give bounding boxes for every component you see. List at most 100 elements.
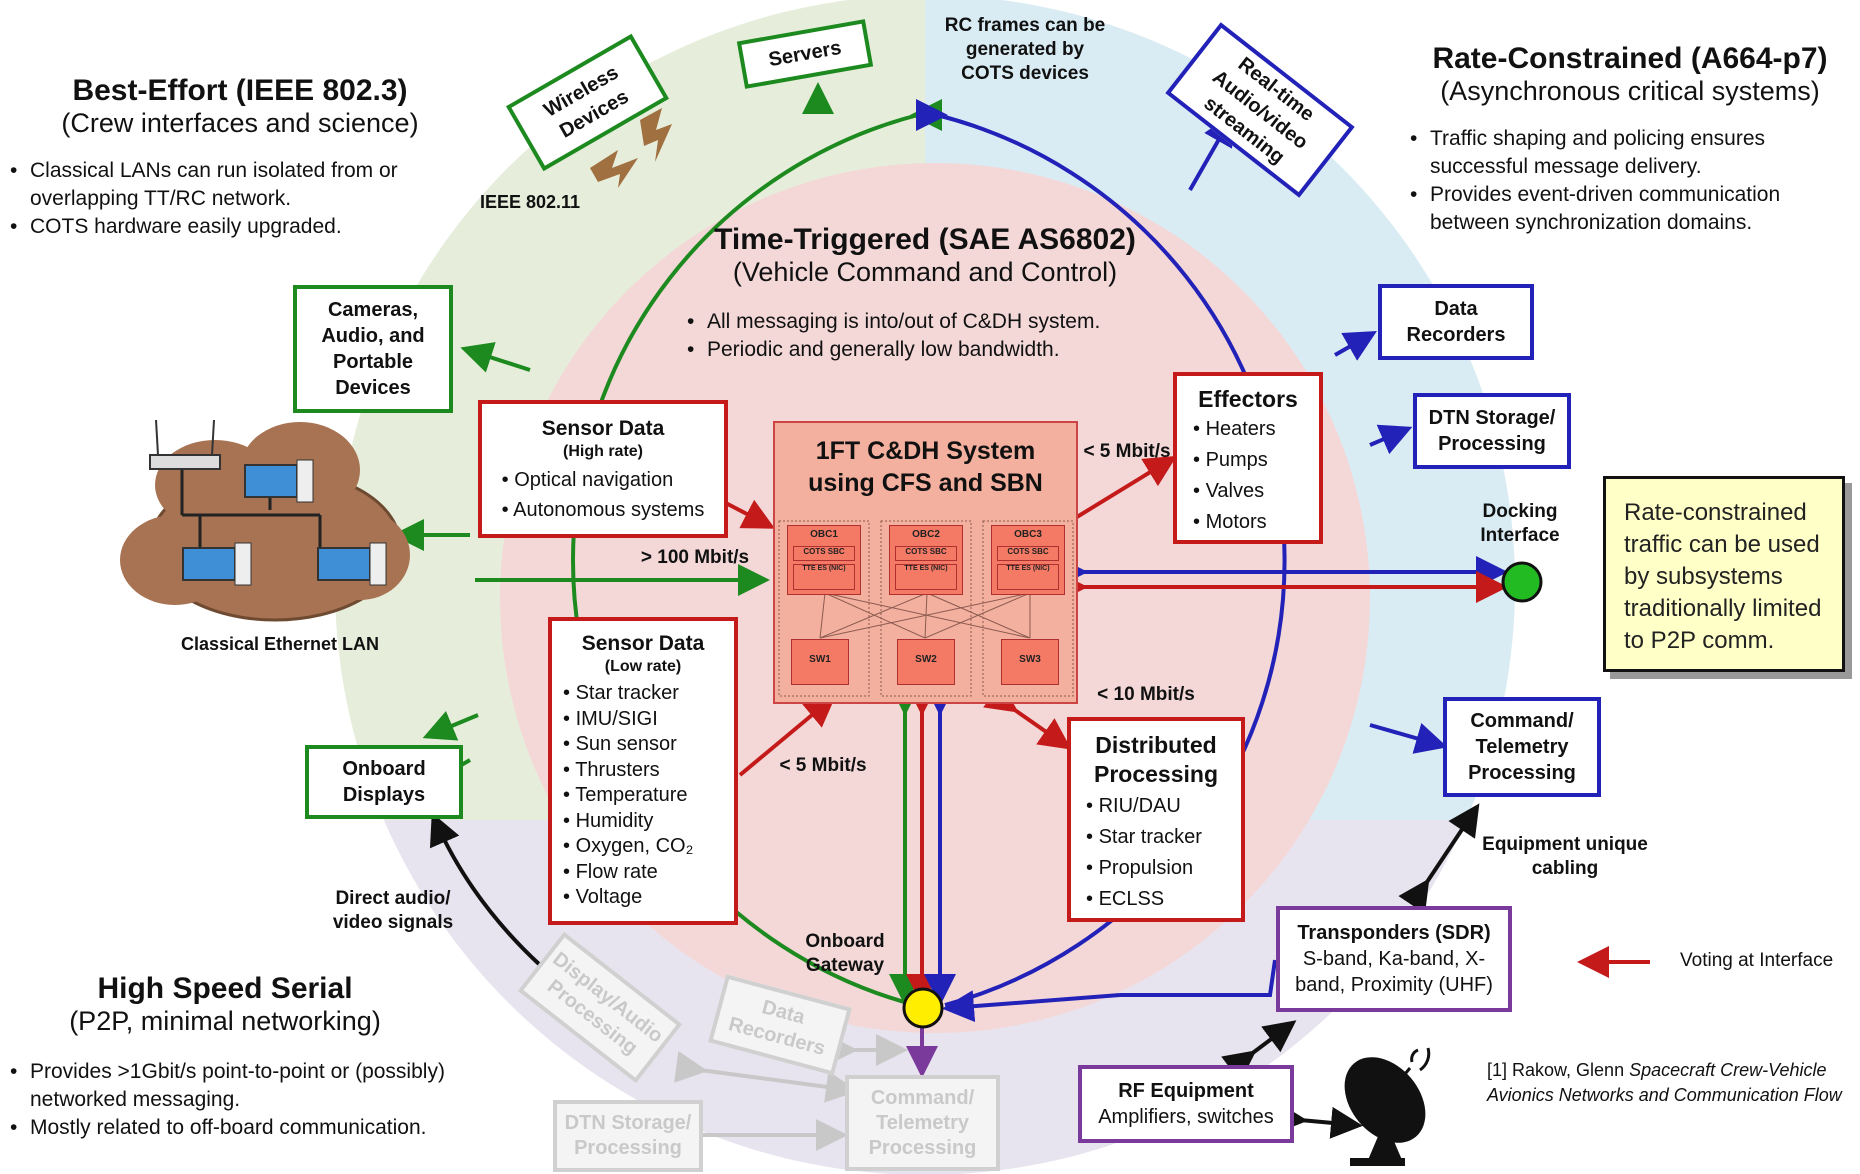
list-item: Motors xyxy=(1193,507,1303,538)
time-triggered-heading: Time-Triggered (SAE AS6802) (Vehicle Com… xyxy=(630,223,1220,288)
list-item: ECLSS xyxy=(1086,884,1226,915)
rate-constrained-callout: Rate-constrained traffic can be used by … xyxy=(1603,476,1845,672)
time-triggered-bullets: All messaging is into/out of C&DH system… xyxy=(685,308,1205,364)
classical-lan-label: Classical Ethernet LAN xyxy=(180,634,380,654)
box-line: DTN Storage/ xyxy=(564,1112,692,1134)
nic-label: TTE ES (NIC) xyxy=(793,564,855,590)
green-ring xyxy=(571,113,919,1007)
serial-title: High Speed Serial xyxy=(97,972,353,1005)
sensor-low-list: Star tracker IMU/SIGI Sun sensor Thruste… xyxy=(563,681,723,911)
sw3-box: SW3 xyxy=(1001,639,1059,685)
list-item: Pumps xyxy=(1193,445,1303,476)
lan-cloud-icon xyxy=(120,419,410,622)
cdh-title-line: 1FT C&DH System xyxy=(815,437,1036,465)
box-line: Audio, and xyxy=(321,325,425,347)
list-item: Star tracker xyxy=(1086,822,1226,853)
list-item: Propulsion xyxy=(1086,853,1226,884)
list-item: Valves xyxy=(1193,476,1303,507)
rate-constrained-heading: Rate-Constrained (A664-p7) (Asynchronous… xyxy=(1400,42,1860,107)
rf-title: RF Equipment xyxy=(1118,1080,1254,1102)
time-triggered-subtitle: (Vehicle Command and Control) xyxy=(732,257,1118,287)
cmd-telemetry-box[interactable]: Command/ Telemetry Processing xyxy=(1443,697,1601,797)
rate-constrained-subtitle: (Asynchronous critical systems) xyxy=(1440,76,1820,106)
box-line: Onboard xyxy=(342,758,426,780)
citation-title: Spacecraft Crew-Vehicle Avionics Network… xyxy=(1487,1060,1842,1105)
box-title: Sensor Data xyxy=(541,417,665,440)
box-line: Telemetry xyxy=(1475,736,1569,758)
sw1-box: SW1 xyxy=(791,639,849,685)
bullet: Provides event-driven communication betw… xyxy=(1408,181,1848,237)
list-item: Flow rate xyxy=(563,860,723,886)
box-line: Displays xyxy=(342,784,426,806)
onboard-gateway-node xyxy=(902,987,944,1029)
transponders-body: S-band, Ka-band, X-band, Proximity (UHF) xyxy=(1295,948,1493,996)
spoke-dtn xyxy=(1369,424,1413,455)
list-item: Star tracker xyxy=(563,681,723,707)
box-line: Portable xyxy=(332,351,414,373)
effectors-list: Heaters Pumps Valves Motors xyxy=(1193,414,1303,538)
data-recorders-box[interactable]: Data Recorders xyxy=(1378,284,1534,360)
list-item: RIU/DAU xyxy=(1086,791,1226,822)
rate-constrained-title: Rate-Constrained (A664-p7) xyxy=(1432,42,1828,75)
dtn-storage-box[interactable]: DTN Storage/ Processing xyxy=(1413,393,1571,469)
cameras-box[interactable]: Cameras, Audio, and Portable Devices xyxy=(293,285,453,413)
serial-subtitle: (P2P, minimal networking) xyxy=(69,1006,381,1036)
sw2-box: SW2 xyxy=(897,639,955,685)
box-line: Processing xyxy=(868,1136,977,1159)
bullet: Periodic and generally low bandwidth. xyxy=(685,336,1205,364)
best-effort-heading: Best-Effort (IEEE 802.3) (Crew interface… xyxy=(20,74,460,139)
cdh-internal-lines xyxy=(778,520,1074,697)
list-item: Thrusters xyxy=(563,758,723,784)
bullet: COTS hardware easily upgraded. xyxy=(8,213,438,241)
obc-label: OBC1 xyxy=(810,529,838,540)
box-line: Processing xyxy=(1468,762,1576,784)
list-item: Autonomous systems xyxy=(502,495,704,525)
obc-label: OBC2 xyxy=(912,529,940,540)
sbc-label: COTS SBC xyxy=(793,546,855,561)
lightning-icon-2 xyxy=(640,108,672,162)
nic-label: TTE ES (NIC) xyxy=(895,564,957,590)
rate-10-label: < 10 Mbit/s xyxy=(1097,684,1195,705)
box-line: DTN Storage/ xyxy=(1428,407,1556,429)
box-line: Command/ xyxy=(870,1086,975,1109)
transponders-title: Transponders (SDR) xyxy=(1297,922,1491,944)
sensor-low-rate-box[interactable]: Sensor Data (Low rate) Star tracker IMU/… xyxy=(548,617,738,925)
list-item: Optical navigation xyxy=(502,465,705,495)
serial-heading: High Speed Serial (P2P, minimal networki… xyxy=(20,972,430,1037)
rf-equipment-box[interactable]: RF Equipment Amplifiers, switches xyxy=(1078,1065,1294,1143)
box-title: Effectors xyxy=(1198,386,1298,412)
obc3-box: OBC3 COTS SBC TTE ES (NIC) xyxy=(991,525,1065,595)
docking-interface-node xyxy=(1501,561,1543,603)
best-effort-bullets: Classical LANs can run isolated from or … xyxy=(8,157,438,241)
cdh-system-box[interactable]: 1FT C&DH System using CFS and SBN OBC1 C… xyxy=(773,421,1078,704)
sbc-label: COTS SBC xyxy=(997,546,1059,561)
citation: [1] Rakow, Glenn Spacecraft Crew-Vehicle… xyxy=(1487,1058,1857,1108)
bullet: Traffic shaping and policing ensures suc… xyxy=(1408,125,1848,181)
box-line: Data xyxy=(1434,298,1478,320)
box-subtitle: (High rate) xyxy=(563,443,643,460)
ghost-dtn-box: DTN Storage/ Processing xyxy=(553,1100,703,1172)
list-item: Voltage xyxy=(563,885,723,911)
box-title: Distributed Processing xyxy=(1094,732,1218,787)
spoke-cameras xyxy=(460,342,531,373)
sbc-label: COTS SBC xyxy=(895,546,957,561)
onboard-displays-box[interactable]: Onboard Displays xyxy=(305,745,463,819)
rf-body: Amplifiers, switches xyxy=(1098,1106,1274,1128)
distributed-processing-box[interactable]: Distributed Processing RIU/DAU Star trac… xyxy=(1067,717,1245,922)
box-subtitle: (Low rate) xyxy=(604,658,682,675)
effectors-box[interactable]: Effectors Heaters Pumps Valves Motors xyxy=(1173,372,1323,544)
sensor-high-list: Optical navigation Autonomous systems xyxy=(502,465,705,525)
list-item: Humidity xyxy=(563,809,723,835)
time-triggered-title: Time-Triggered (SAE AS6802) xyxy=(714,223,1136,256)
list-item: IMU/SIGI xyxy=(563,707,723,733)
sensor-high-rate-box[interactable]: Sensor Data (High rate) Optical navigati… xyxy=(478,400,728,538)
spoke-cmd-telemetry xyxy=(1369,723,1448,754)
box-line: Command/ xyxy=(1470,710,1574,732)
list-item: Temperature xyxy=(563,783,723,809)
cdh-title: 1FT C&DH System using CFS and SBN xyxy=(775,435,1076,499)
transponders-box[interactable]: Transponders (SDR) S-band, Ka-band, X-ba… xyxy=(1276,906,1512,1012)
ieee80211-label: IEEE 802.11 xyxy=(479,192,581,212)
distributed-list: RIU/DAU Star tracker Propulsion ECLSS xyxy=(1086,791,1226,915)
list-item: Sun sensor xyxy=(563,732,723,758)
box-line: Devices xyxy=(335,377,411,399)
